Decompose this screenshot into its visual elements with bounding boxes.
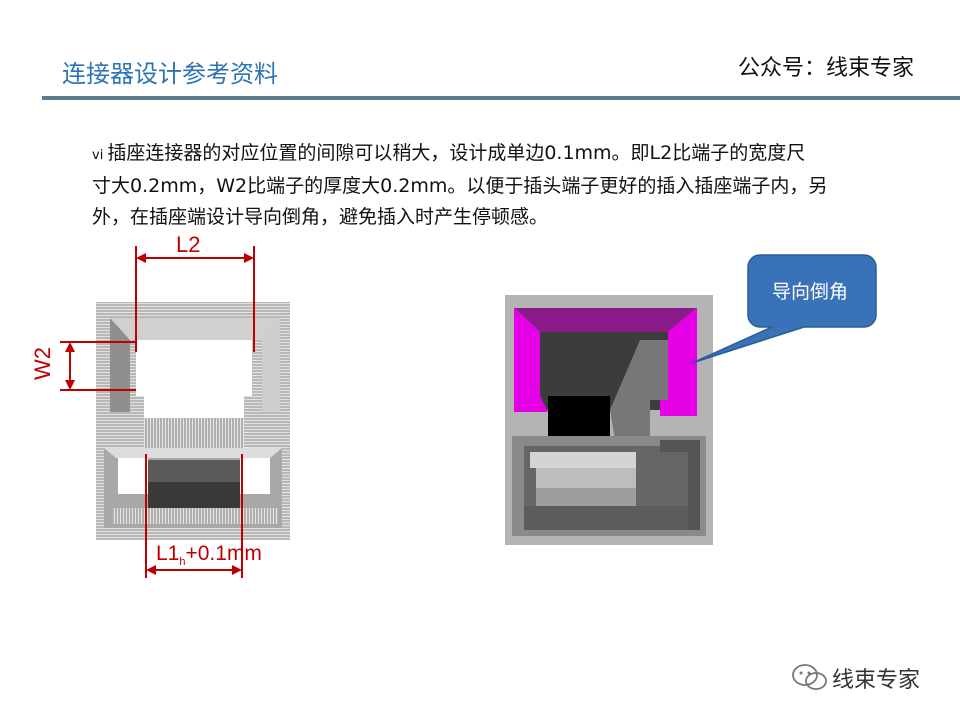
callout-bubble: 导向倒角 (691, 254, 877, 364)
bullet-mark: vi (92, 148, 104, 163)
label-l1-sub: h (179, 556, 185, 568)
label-l1-main: L1 (156, 542, 179, 565)
contact-area-lower (148, 482, 240, 508)
label-l2: L2 (176, 232, 200, 257)
contact-area (148, 460, 240, 482)
page-title: 连接器设计参考资料 (62, 60, 278, 88)
dimension-w2 (60, 341, 136, 391)
lower-step-top (530, 452, 636, 468)
upper-chamfer-right (262, 318, 280, 412)
callout-label: 导向倒角 (772, 281, 848, 303)
chamfer-top (514, 308, 697, 332)
dimension-l1 (145, 454, 243, 578)
lower-cavity-bevel (104, 448, 282, 458)
lower-step-bottom (536, 488, 636, 506)
label-w2: W2 (30, 347, 55, 380)
upper-chamfer (110, 318, 280, 340)
lower-floor (112, 508, 278, 524)
lower-opening-right (240, 458, 270, 494)
chamfer-right (660, 308, 697, 416)
paragraph-line-3: 外，在插座端设计导向倒角，避免插入时产生停顿感。 (92, 206, 549, 228)
lower-right-wall (660, 440, 700, 530)
chamfer-left (514, 308, 548, 412)
lower-floor-shade (524, 506, 688, 530)
upper-opening (136, 340, 252, 418)
label-l1: L1h+0.1mm (156, 542, 262, 568)
lower-step-mid (536, 468, 636, 488)
chamfer-figure: 导向倒角 (505, 254, 877, 545)
paragraph-line-2: 寸大0.2mm，W2比端子的厚度大0.2mm。以便于插头端子更好的插入插座端子内… (92, 175, 828, 197)
lower-opening-left (118, 458, 148, 494)
header-rule (42, 96, 960, 100)
dimension-l2 (135, 246, 255, 352)
paragraph-line-1-text: 插座连接器的对应位置的间隙可以稍大，设计成单边0.1mm。即L2比端子的宽度尺 (107, 142, 806, 164)
socket-dimension-figure: L2 W2 L1h+0.1mm (30, 232, 290, 578)
watermark-text: 线束专家 (832, 668, 921, 693)
account-label: 公众号：线束专家 (737, 56, 914, 81)
label-l1-tail: +0.1mm (185, 542, 261, 565)
wechat-icon (792, 664, 827, 690)
